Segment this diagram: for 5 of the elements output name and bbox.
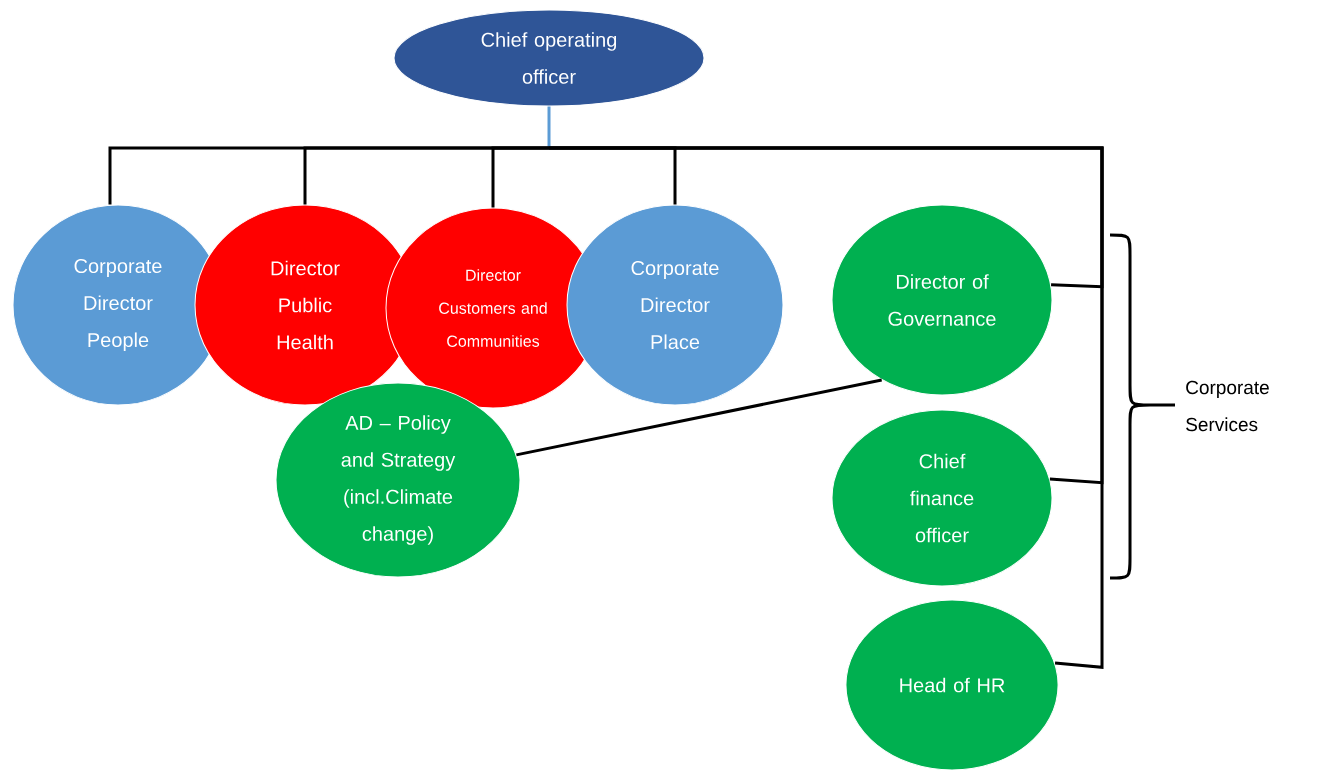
group-label: Corporate Services [1186,380,1269,432]
connector-line [547,106,551,148]
connector-line [516,378,882,457]
connector-line [549,146,1104,669]
connector-line [491,146,549,208]
